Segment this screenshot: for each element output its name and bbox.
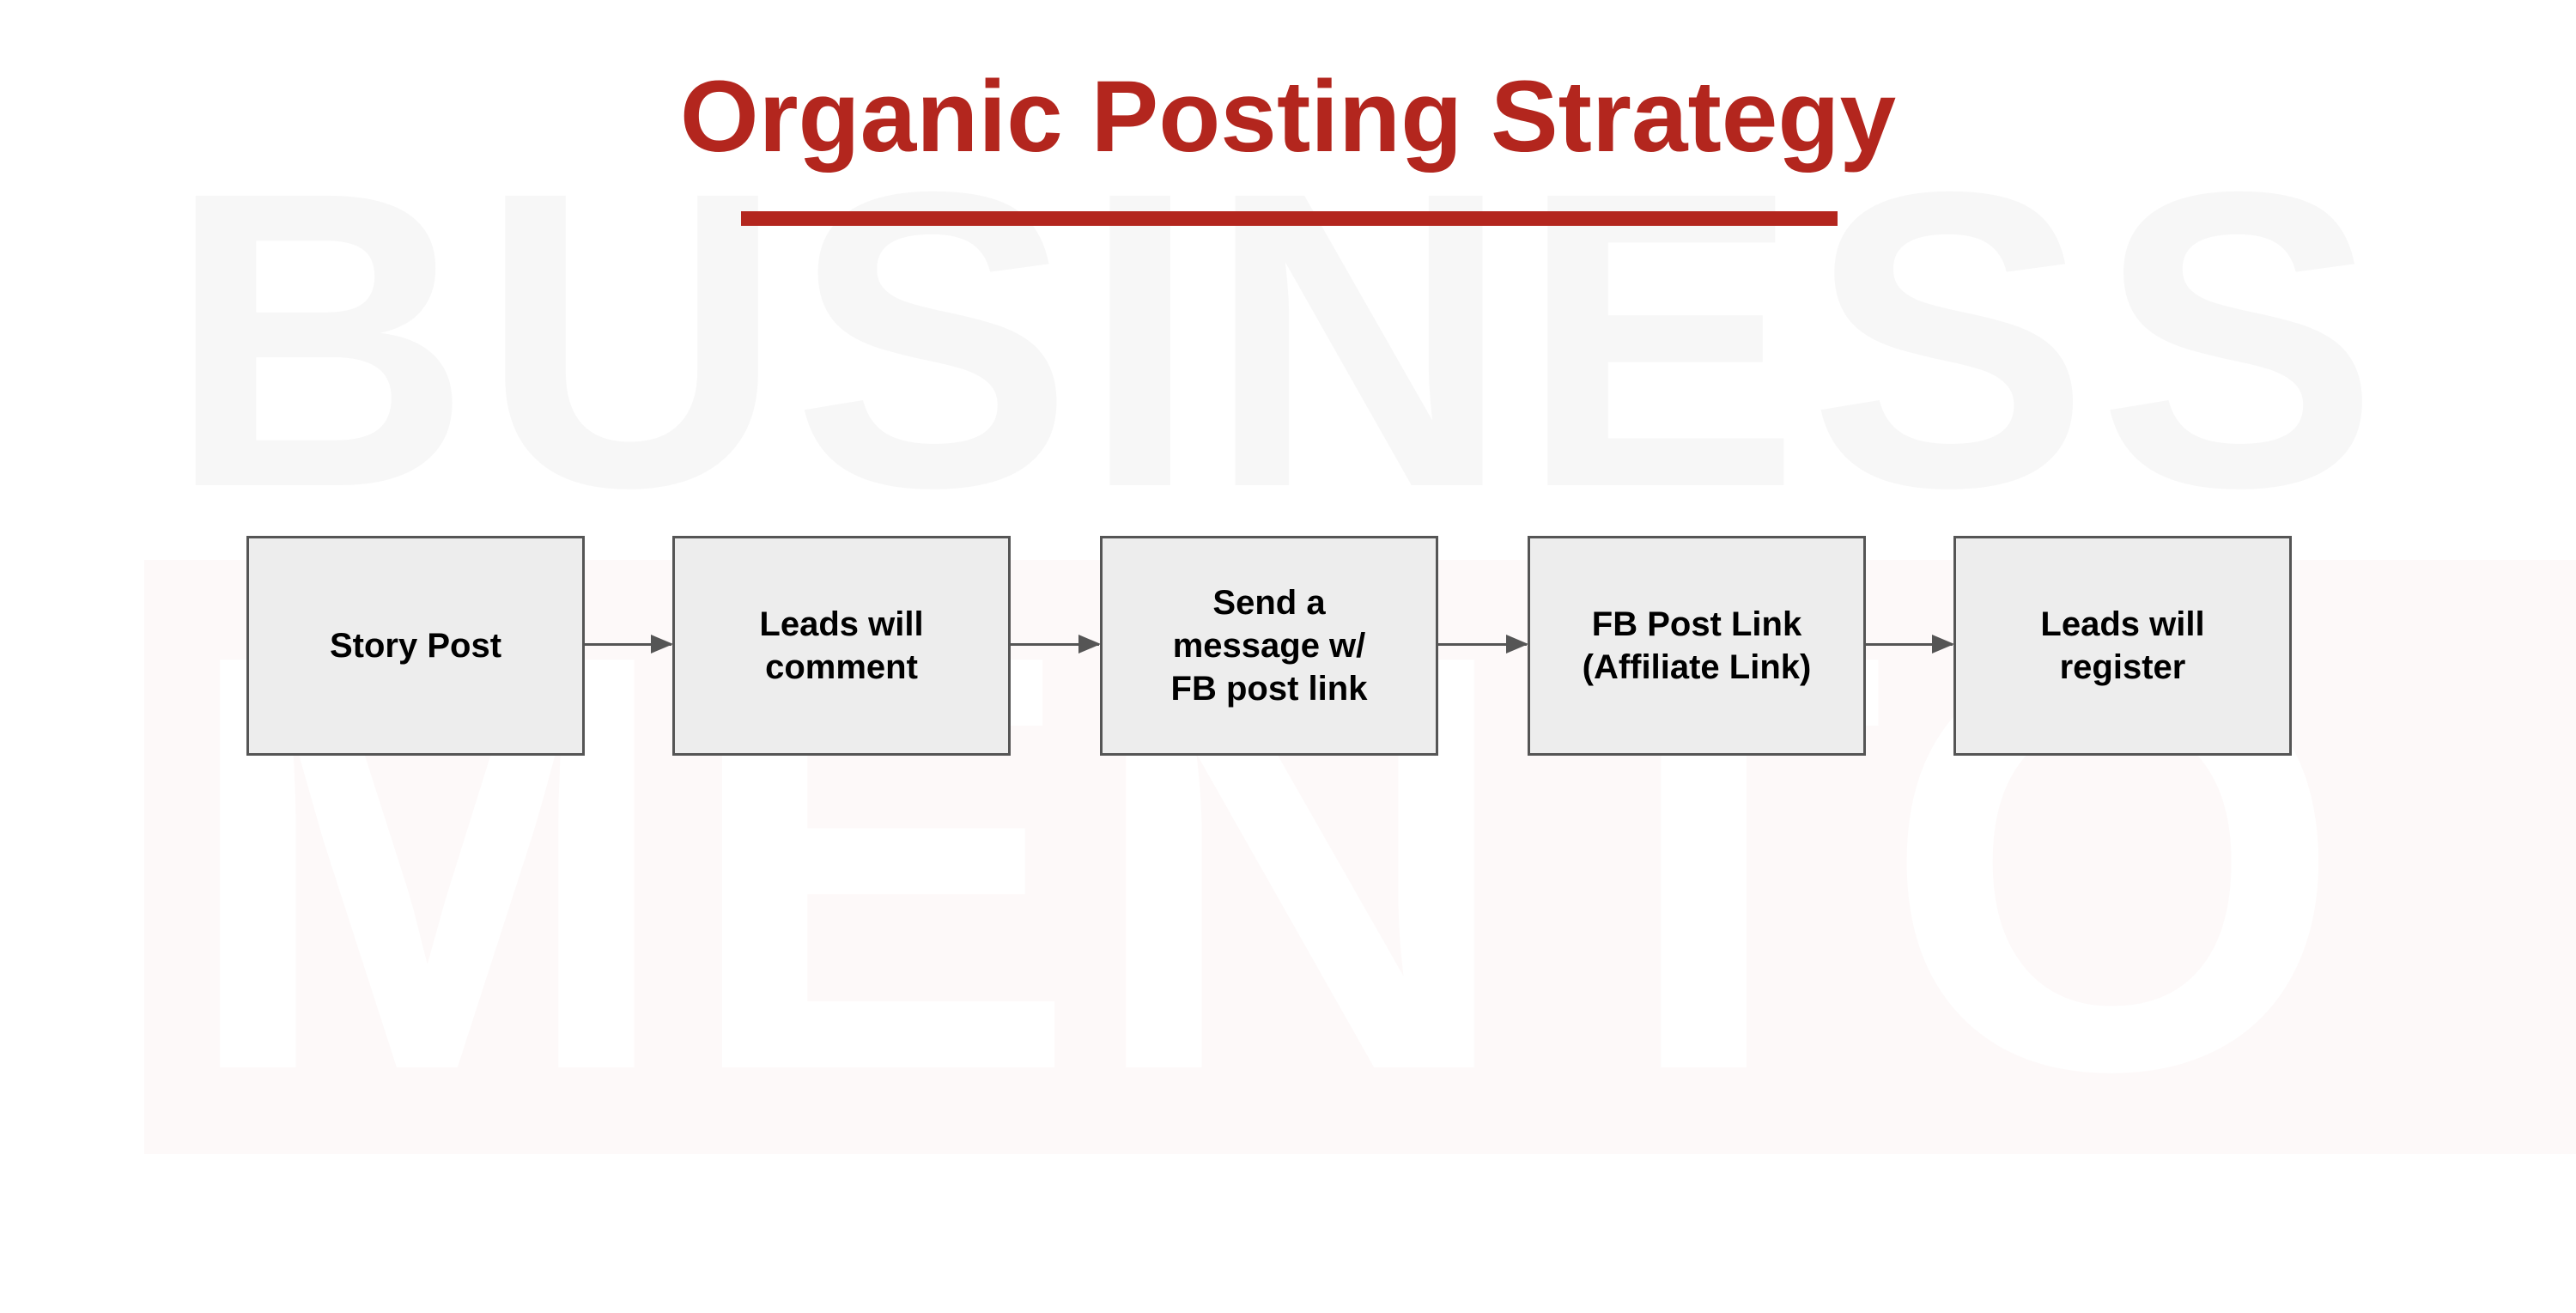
step-label: Send a message w/ FB post link [1170,584,1368,708]
step-send-message: Send a message w/ FB post link [1100,536,1438,756]
step-label: FB Post Link (Affiliate Link) [1582,605,1812,686]
step-label: Story Post [329,627,502,665]
step-leads-comment: Leads will comment [672,536,1011,756]
arrow-icon [1437,635,1528,653]
step-fb-post-link: FB Post Link (Affiliate Link) [1528,536,1866,756]
arrow-icon [1010,635,1101,653]
step-label: Leads will register [2040,605,2205,686]
step-story-post: Story Post [246,536,585,756]
page-title: Organic Posting Strategy [679,60,1897,173]
step-leads-register: Leads will register [1953,536,2292,756]
title-underline [741,211,1838,226]
arrow-icon [1865,635,1954,653]
arrow-icon [584,635,673,653]
step-label: Leads will comment [759,605,924,686]
watermark-business: BUSINESS [167,104,2388,574]
